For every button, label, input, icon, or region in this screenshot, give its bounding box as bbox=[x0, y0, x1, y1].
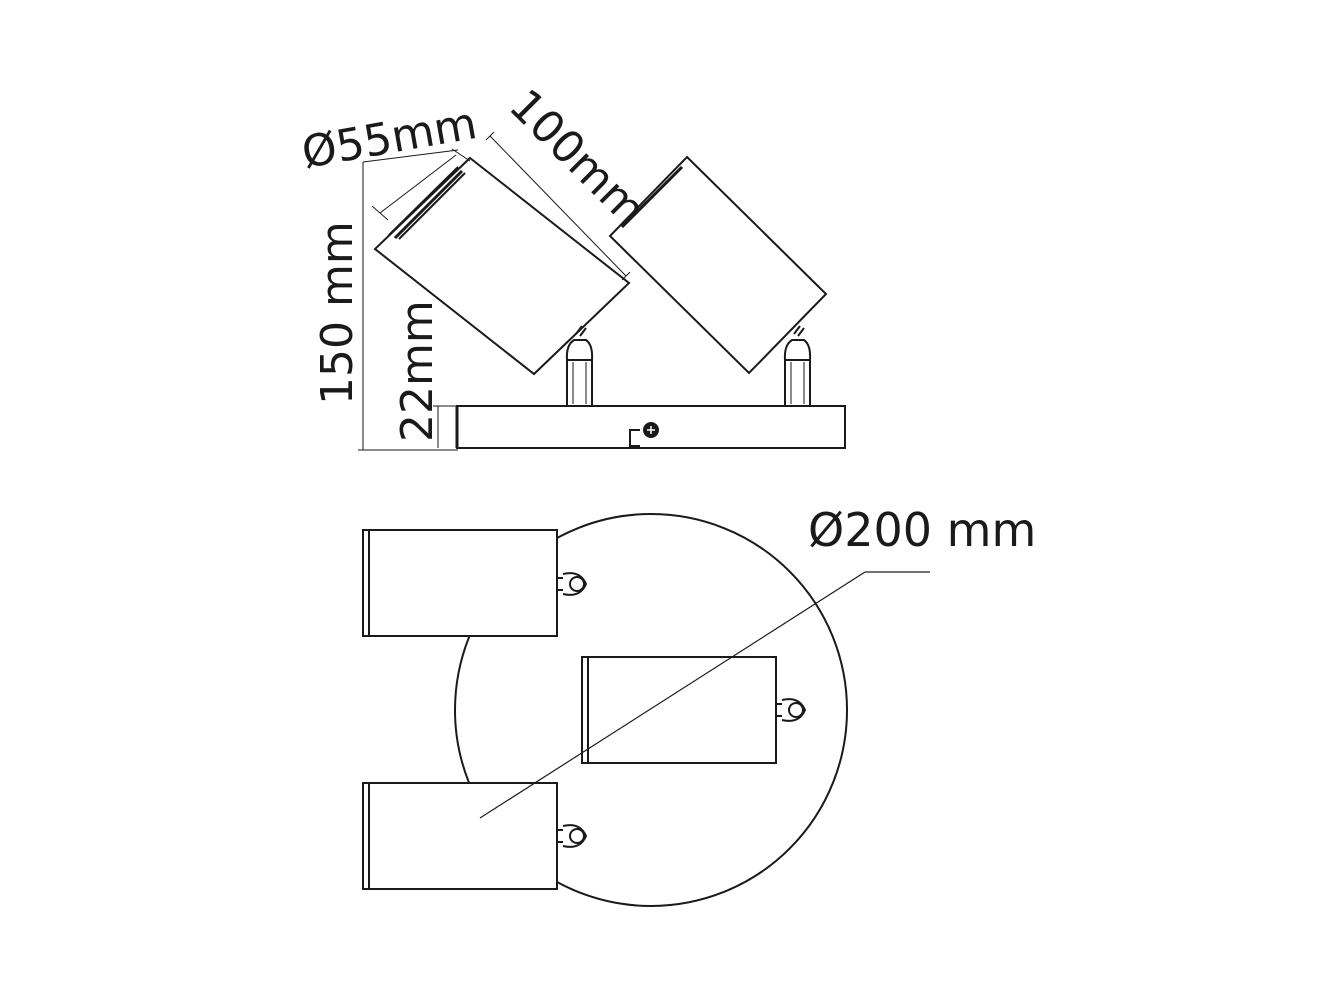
right-stem bbox=[783, 325, 812, 407]
label-base-diameter: Ø200 mm bbox=[808, 503, 1036, 557]
dim-line-total-height bbox=[358, 162, 458, 451]
label-head-diameter: Ø55mm bbox=[298, 98, 481, 179]
top-spot-head-1 bbox=[362, 529, 588, 637]
side-view bbox=[358, 131, 846, 451]
dim-leader-base-diameter bbox=[479, 571, 930, 819]
dim-line-base-height bbox=[433, 405, 457, 448]
dim-line-head-length bbox=[485, 131, 631, 281]
label-base-height: 22mm bbox=[392, 300, 443, 442]
top-spot-head-3 bbox=[362, 782, 588, 890]
label-head-length: 100mm bbox=[499, 80, 655, 236]
left-spot-head bbox=[373, 156, 631, 376]
cable-notch bbox=[629, 429, 640, 447]
top-view bbox=[362, 513, 930, 907]
base-disc bbox=[454, 513, 848, 907]
top-spot-head-2 bbox=[581, 656, 807, 764]
dim-line-head-diameter bbox=[362, 148, 471, 221]
right-spot-head bbox=[608, 155, 828, 375]
label-total-height: 150 mm bbox=[312, 221, 363, 405]
